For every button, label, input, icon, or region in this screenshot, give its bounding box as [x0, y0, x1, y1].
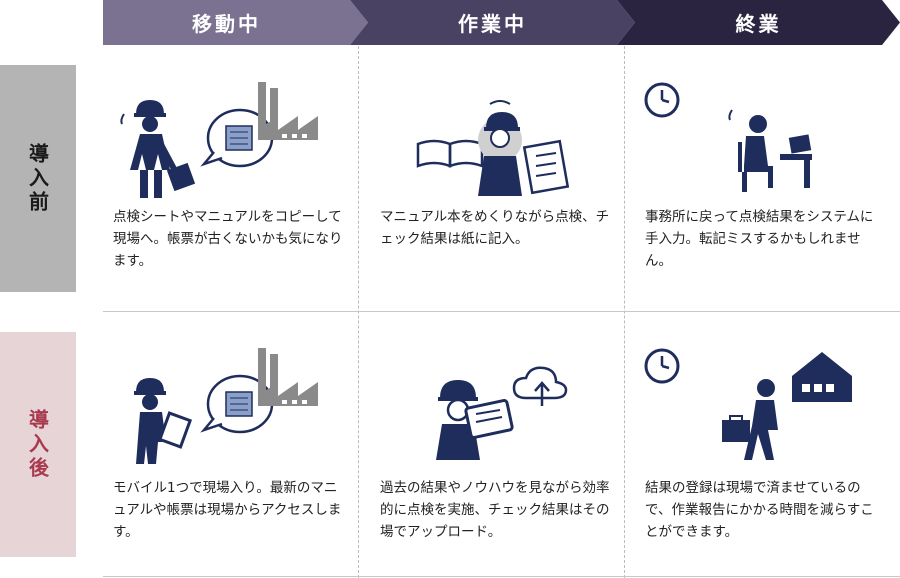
phase-arrows	[103, 0, 900, 45]
phase-arrow-end	[617, 0, 900, 45]
cell-after-end: 結果の登録は現場で済ませているので、作業報告にかかる時間を減らすことができます。	[645, 480, 874, 540]
manual-book-icon	[416, 139, 484, 168]
after-moving-illustration	[134, 348, 318, 464]
divider-col-1	[358, 46, 359, 578]
clock-icon	[644, 348, 680, 384]
cell-after-working: 過去の結果やノウハウを見ながら効率的に点検を実施、チェック結果はその場でアップロ…	[380, 480, 610, 540]
factory-icon	[258, 82, 318, 140]
cloud-upload-icon	[512, 366, 568, 406]
phase-end: 終業	[635, 0, 882, 45]
phase-arrow-moving	[103, 0, 368, 45]
confused-worker-icon	[478, 100, 522, 196]
cell-before-working: マニュアル本をめくりながら点検、チェック結果は紙に記入。	[380, 209, 610, 247]
cell-before-moving: 点検シートやマニュアルをコピーして現場へ。帳票が古くないかも気になります。	[113, 209, 343, 269]
divider-bottom	[103, 576, 900, 577]
after-working-illustration	[436, 366, 568, 460]
row-label-after: 導入後	[0, 332, 76, 557]
phase-label-working: 作業中	[458, 12, 527, 36]
worker-with-tablet-icon	[134, 378, 193, 464]
divider-col-2	[624, 46, 625, 578]
phase-moving: 移動中	[103, 0, 350, 45]
cell-before-end: 事務所に戻って点検結果をシステムに手入力。転記ミスするかもしれません。	[645, 209, 874, 269]
clock-icon	[644, 82, 680, 118]
before-end-illustration	[644, 82, 812, 192]
divider-row	[103, 311, 900, 312]
cell-after-moving: モバイル1つで現場入り。最新のマニュアルや帳票は現場からアクセスします。	[113, 480, 342, 540]
after-end-illustration	[644, 348, 852, 460]
document-bubble-icon	[200, 108, 274, 168]
office-worker-at-pc-icon	[728, 109, 812, 192]
checklist-icon	[522, 139, 570, 195]
document-bubble-icon	[200, 374, 274, 434]
walking-worker-icon	[722, 379, 778, 460]
worker-with-tablet-icon	[436, 380, 514, 460]
before-working-illustration	[416, 100, 570, 196]
worker-with-bag-icon	[120, 100, 196, 198]
house-icon	[792, 352, 852, 402]
row-label-before: 導入前	[0, 65, 76, 292]
phase-arrow-working	[350, 0, 635, 45]
before-moving-illustration	[120, 82, 318, 198]
factory-icon	[258, 348, 318, 406]
phase-working: 作業中	[368, 0, 617, 45]
phase-label-end: 終業	[735, 12, 782, 36]
phase-label-moving: 移動中	[192, 12, 261, 36]
